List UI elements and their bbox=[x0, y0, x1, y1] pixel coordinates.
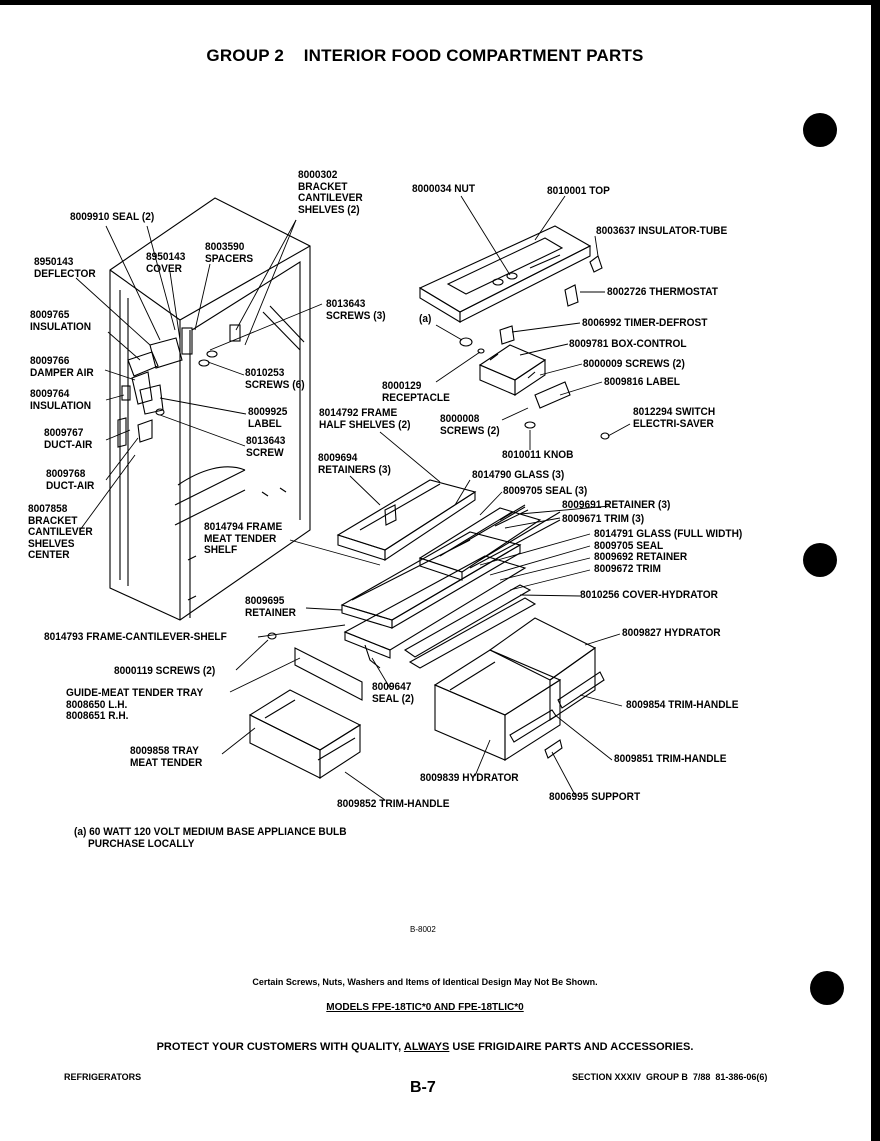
callout-trim-handle: 8009854 TRIM-HANDLE bbox=[626, 699, 739, 711]
callout-retainer-8009695: 8009695 RETAINER bbox=[245, 595, 296, 619]
callout-hydrator-2: 8009839 HYDRATOR bbox=[420, 772, 519, 784]
callout-damper-air: 8009766 DAMPER AIR bbox=[30, 355, 94, 379]
callout-trim-handle-2: 8009851 TRIM-HANDLE bbox=[614, 753, 727, 765]
callout-screws-3: 8013643 SCREWS (3) bbox=[326, 298, 386, 322]
callout-seal-3: 8009705 SEAL (3) bbox=[503, 485, 588, 497]
callout-cover-hydrator: 8010256 COVER-HYDRATOR bbox=[580, 589, 718, 601]
callout-frame-half-shelves: 8014792 FRAME HALF SHELVES (2) bbox=[319, 407, 411, 431]
page-number: B-7 bbox=[410, 1079, 436, 1096]
bulb-note: (a) 60 WATT 120 VOLT MEDIUM BASE APPLIAN… bbox=[74, 826, 347, 850]
control-box-drawing bbox=[418, 225, 610, 440]
callout-switch-electri-saver: 8012294 SWITCH ELECTRI-SAVER bbox=[633, 406, 716, 430]
callout-seal-2: 8009647 SEAL (2) bbox=[372, 681, 414, 705]
callout-thermostat: 8002726 THERMOSTAT bbox=[607, 286, 718, 298]
leader-lines bbox=[75, 195, 631, 801]
callout-label: 8009925 LABEL bbox=[248, 406, 288, 430]
callout-insulation: 8009765 INSULATION bbox=[30, 309, 92, 333]
callout-screw: 8013643 SCREW bbox=[246, 435, 286, 459]
callout-insulator-tube: 8003637 INSULATOR-TUBE bbox=[596, 225, 728, 237]
callout-trim-3: 8009671 TRIM (3) bbox=[562, 513, 645, 525]
callout-duct-air-2: 8009768 DUCT-AIR bbox=[46, 468, 95, 492]
callout-support: 8006995 SUPPORT bbox=[549, 791, 641, 803]
footer-section-name: REFRIGERATORS bbox=[64, 1072, 142, 1082]
callout-knob: 8010011 KNOB bbox=[502, 449, 574, 461]
callout-timer-defrost: 8006992 TIMER-DEFROST bbox=[582, 317, 708, 329]
page-title: GROUP 2 INTERIOR FOOD COMPARTMENT PARTS bbox=[206, 46, 644, 65]
callout-glass-full-width: 8014791 GLASS (FULL WIDTH) bbox=[594, 528, 743, 540]
callout-bulb-a: (a) bbox=[419, 313, 432, 325]
binder-hole-icon bbox=[803, 113, 837, 147]
callout-bracket-cantilever-shelves: 8000302 BRACKET CANTILEVER SHELVES (2) bbox=[298, 169, 363, 216]
callout-frame-meat-tender-shelf: 8014794 FRAME MEAT TENDER SHELF bbox=[204, 521, 283, 556]
callout-trim: 8009672 TRIM bbox=[594, 563, 661, 575]
callout-screws-8000008: 8000008 SCREWS (2) bbox=[440, 413, 500, 437]
callout-glass-3: 8014790 GLASS (3) bbox=[472, 469, 565, 481]
callout-retainers: 8009694 RETAINERS (3) bbox=[318, 452, 391, 476]
callout-receptacle: 8000129 RECEPTACLE bbox=[382, 380, 450, 404]
callout-cover: 8950143 COVER bbox=[146, 251, 186, 275]
slogan-suffix: USE FRIGIDAIRE PARTS AND ACCESSORIES. bbox=[449, 1041, 694, 1053]
callout-top: 8010001 TOP bbox=[547, 185, 610, 197]
callout-screws-8000119: 8000119 SCREWS (2) bbox=[114, 665, 216, 677]
callout-screws-6: 8010253 SCREWS (6) bbox=[245, 367, 305, 391]
binder-hole-icon bbox=[810, 971, 844, 1005]
callout-label-box: 8009816 LABEL bbox=[604, 376, 680, 388]
binder-hole-icon bbox=[803, 543, 837, 577]
callout-seal: 8009910 SEAL (2) bbox=[70, 211, 155, 223]
slogan-emphasis: ALWAYS bbox=[403, 1041, 450, 1053]
callout-frame-cantilever-shelf: 8014793 FRAME-CANTILEVER-SHELF bbox=[44, 631, 227, 643]
callout-tray-meat-tender: 8009858 TRAY MEAT TENDER bbox=[130, 745, 203, 769]
callout-nut: 8000034 NUT bbox=[412, 183, 476, 195]
shelves-drawing bbox=[267, 479, 561, 701]
callout-duct-air: 8009767 DUCT-AIR bbox=[44, 427, 93, 451]
callout-spacers: 8003590 SPACERS bbox=[205, 241, 254, 265]
disclaimer-text: Certain Screws, Nuts, Washers and Items … bbox=[252, 977, 598, 987]
callout-bracket-center: 8007858 BRACKET CANTILEVER SHELVES CENTE… bbox=[28, 503, 93, 561]
figure-code: B-8002 bbox=[410, 925, 436, 934]
page-border-top bbox=[0, 0, 880, 5]
callout-retainer-3: 8009691 RETAINER (3) bbox=[562, 499, 671, 511]
footer-section-ref: SECTION XXXIV GROUP B 7/88 81-386-06(6) bbox=[572, 1072, 768, 1082]
callout-insulation-2: 8009764 INSULATION bbox=[30, 388, 92, 412]
callout-retainer: 8009692 RETAINER bbox=[594, 551, 688, 563]
callout-screws-2: 8000009 SCREWS (2) bbox=[583, 358, 685, 370]
callout-box-control: 8009781 BOX-CONTROL bbox=[569, 338, 687, 350]
slogan-line: PROTECT YOUR CUSTOMERS WITH QUALITY, ALW… bbox=[0, 1041, 850, 1053]
hydrators-drawing bbox=[248, 617, 605, 780]
callout-guide-meat-tender-tray: GUIDE-MEAT TENDER TRAY 8008650 L.H. 8008… bbox=[66, 687, 204, 722]
page-border-right bbox=[871, 0, 880, 1141]
callout-deflector: 8950143 DEFLECTOR bbox=[34, 256, 96, 280]
callout-trim-handle-3: 8009852 TRIM-HANDLE bbox=[337, 798, 450, 810]
callout-hydrator: 8009827 HYDRATOR bbox=[622, 627, 721, 639]
cabinet-drawing bbox=[109, 197, 311, 621]
slogan-prefix: PROTECT YOUR CUSTOMERS WITH QUALITY, bbox=[156, 1041, 404, 1053]
callout-seal-single: 8009705 SEAL bbox=[594, 540, 664, 552]
models-text: MODELS FPE-18TIC*0 AND FPE-18TLIC*0 bbox=[326, 1002, 524, 1013]
models-line: MODELS FPE-18TIC*0 AND FPE-18TLIC*0 bbox=[0, 1002, 850, 1013]
